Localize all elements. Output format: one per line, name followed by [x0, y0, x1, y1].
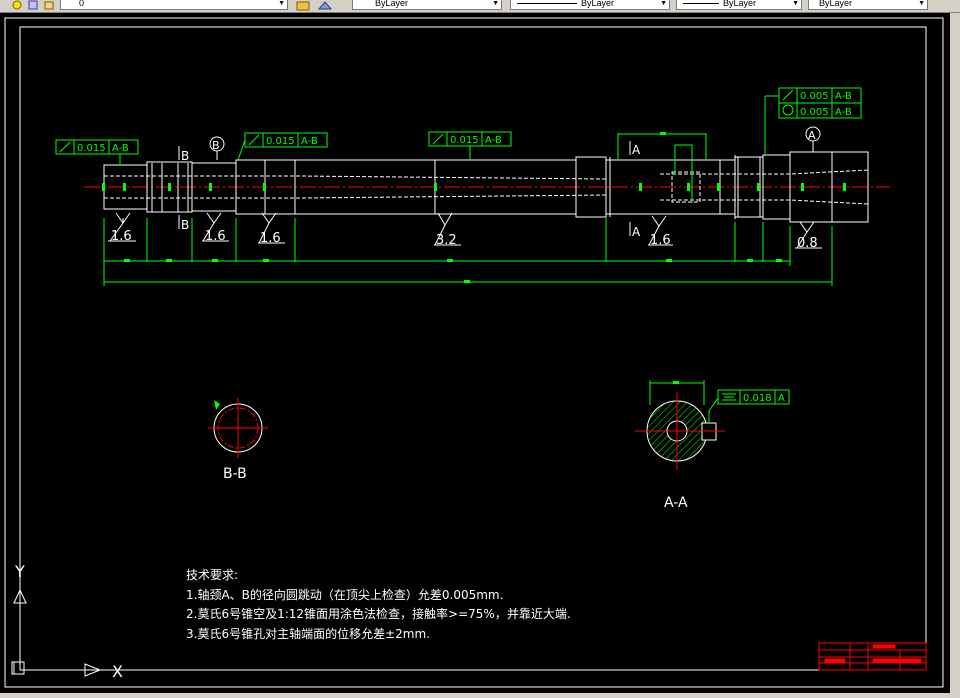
- color-control-value: ByLayer: [375, 0, 409, 8]
- fcf-runout-datum: A-B: [835, 91, 852, 102]
- ucs-icon: [11, 580, 102, 677]
- vertical-scrollbar[interactable]: [950, 13, 960, 693]
- fcf-symmetry-datum: A: [778, 393, 785, 404]
- section-a-mark-bottom: A: [632, 225, 641, 239]
- layer-freeze-icon[interactable]: [28, 0, 38, 10]
- chevron-down-icon: ▼: [660, 0, 667, 7]
- svg-text:A: A: [808, 129, 816, 142]
- outer-frame: [4, 17, 944, 688]
- fcf-symmetry-value: 0.018: [743, 393, 772, 404]
- fcf-runout-datum: A-B: [112, 143, 129, 154]
- notes-line: 2.莫氏6号锥空及1:12锥面用涂色法检查，接触率>=75%，并靠近大端.: [186, 607, 571, 621]
- plotstyle-control-value: ByLayer: [819, 0, 853, 8]
- fcf-circularity-datum: A-B: [835, 107, 852, 118]
- chevron-down-icon: ▼: [278, 0, 285, 7]
- layer-lock-icon[interactable]: [44, 0, 54, 10]
- status-bar: [0, 693, 960, 698]
- linetype-control-value: ByLayer: [581, 0, 615, 8]
- section-a-mark-top: A: [632, 143, 641, 157]
- notes-title: 技术要求:: [186, 568, 239, 582]
- section-b-b: B-B: [208, 398, 268, 482]
- chevron-down-icon: ▼: [792, 0, 799, 7]
- section-b-mark-bottom: B: [181, 218, 189, 232]
- roughness-label: 1.6: [650, 233, 671, 248]
- layer-previous-icon[interactable]: [317, 0, 333, 10]
- color-control-dropdown[interactable]: ByLayer ▼: [352, 0, 502, 10]
- roughness-label: 0.8: [797, 236, 818, 251]
- linetype-control-dropdown[interactable]: ByLayer ▼: [510, 0, 670, 10]
- datum-b-bubble: B: [209, 136, 225, 160]
- ucs-y-label: Y: [14, 562, 25, 581]
- roughness-symbols: [108, 212, 822, 249]
- layer-bulb-icon[interactable]: [12, 0, 22, 10]
- roughness-label: 1.6: [260, 231, 281, 246]
- layer-dropdown[interactable]: 0 ▼: [60, 0, 288, 10]
- shaft-main-view: 1.6 1.6 1.6 3.2 1.6 0.8 B B A A B A: [55, 87, 890, 286]
- lineweight-control-value: ByLayer: [723, 0, 757, 8]
- roughness-label: 1.6: [111, 229, 132, 244]
- lineweight-control-dropdown[interactable]: ByLayer ▼: [676, 0, 802, 10]
- svg-text:B: B: [212, 139, 220, 152]
- fcf-runout-value: 0.015: [450, 135, 479, 146]
- section-b-mark-top: B: [181, 149, 189, 163]
- fcf-runout-datum: A-B: [485, 135, 502, 146]
- notes-line: 1.轴颈A、B的径向圆跳动（在顶尖上检查）允差0.005mm.: [186, 587, 504, 602]
- technical-requirements: 技术要求: 1.轴颈A、B的径向圆跳动（在顶尖上检查）允差0.005mm. 2.…: [186, 566, 571, 644]
- fcf-runout-value: 0.015: [266, 136, 295, 147]
- plotstyle-control-dropdown[interactable]: ByLayer ▼: [808, 0, 928, 10]
- section-bb-label: B-B: [223, 466, 247, 482]
- roughness-label: 1.6: [205, 229, 226, 244]
- layer-current-value: 0: [79, 0, 85, 8]
- linetype-sample: [517, 3, 577, 4]
- drawing-canvas[interactable]: 1.6 1.6 1.6 3.2 1.6 0.8 B B A A B A: [0, 13, 960, 693]
- make-object-layer-current-icon[interactable]: [296, 0, 310, 11]
- fcf-runout-datum: A-B: [301, 136, 318, 147]
- lineweight-sample: [683, 3, 719, 4]
- chevron-down-icon: ▼: [918, 0, 925, 7]
- notes-line: 3.莫氏6号锥孔对主轴端面的位移允差±2mm.: [186, 626, 430, 641]
- inner-frame: [19, 26, 927, 671]
- roughness-label: 3.2: [436, 233, 457, 248]
- properties-toolbar: 0 ▼ ByLayer ▼ ByLayer ▼ ByLayer ▼ ByLaye…: [0, 0, 960, 13]
- title-block: [818, 642, 927, 671]
- section-a-a: 0.018 A A-A: [635, 380, 790, 511]
- section-aa-label: A-A: [664, 495, 688, 511]
- chevron-down-icon: ▼: [492, 0, 499, 7]
- datum-a-bubble: A: [805, 126, 821, 152]
- fcf-circularity-value: 0.005: [800, 107, 829, 118]
- fcf-runout-value: 0.015: [77, 143, 106, 154]
- fcf-runout-value: 0.005: [800, 91, 829, 102]
- ucs-x-label: X: [112, 662, 123, 681]
